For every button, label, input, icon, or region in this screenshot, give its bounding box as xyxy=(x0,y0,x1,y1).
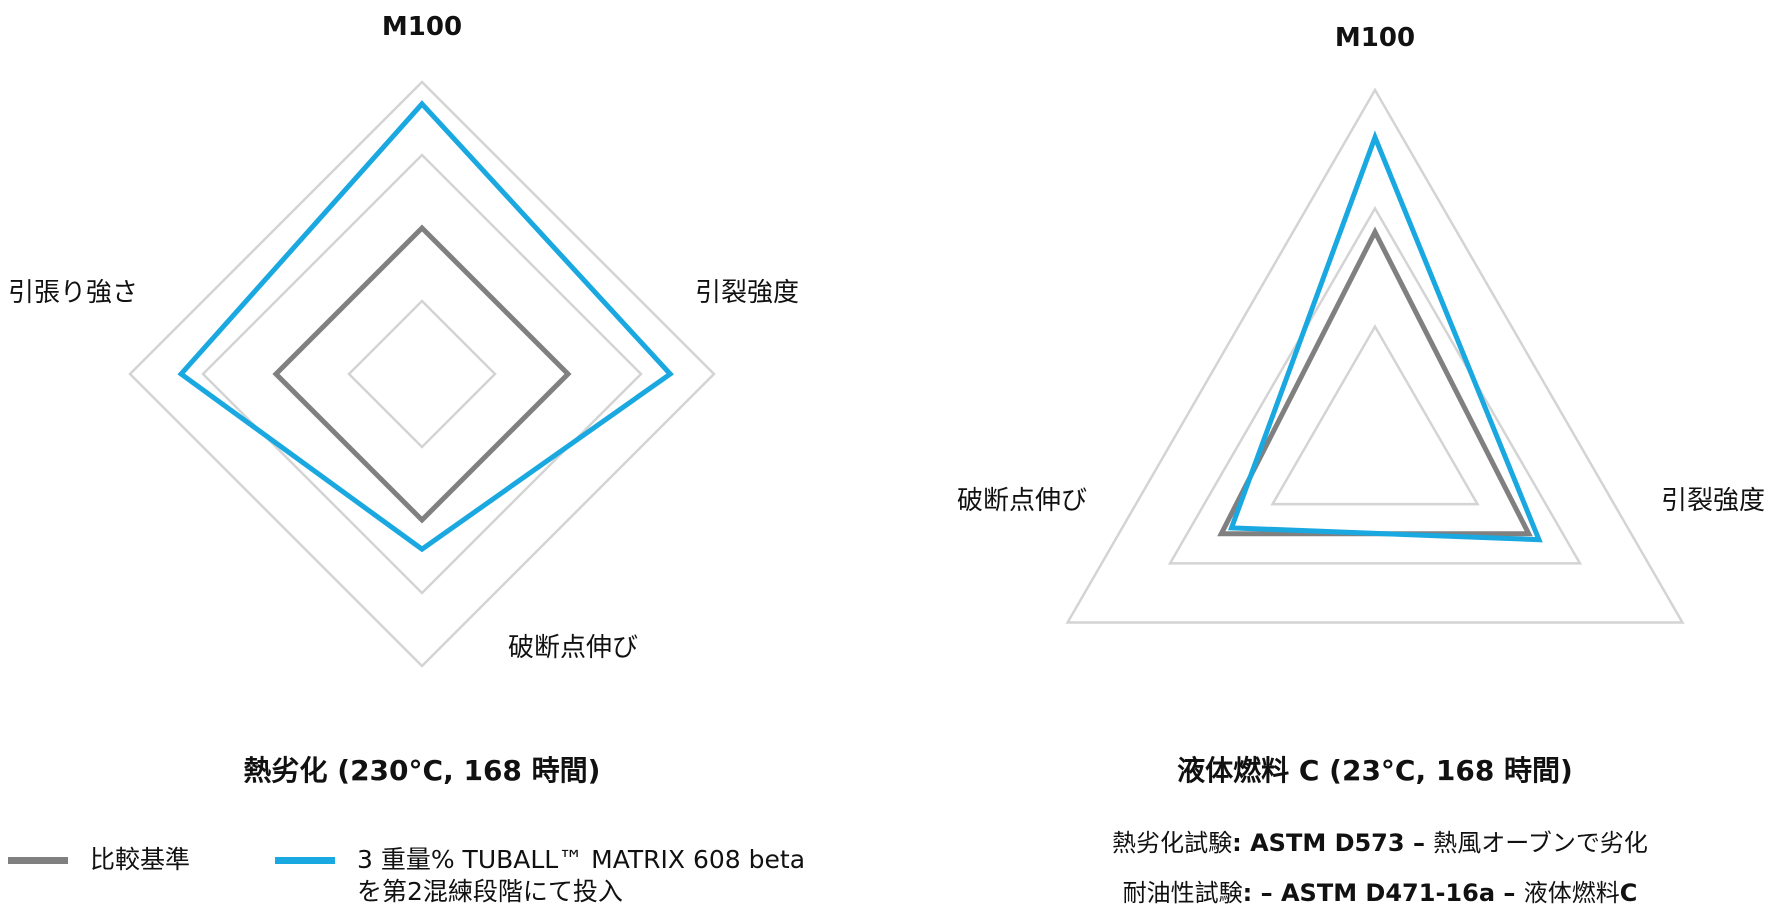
legend-swatch-tuball xyxy=(275,857,335,864)
axis-label-2: 引裂強度 xyxy=(695,278,799,308)
grid-ring-1 xyxy=(347,299,497,449)
axis-label-2: 引裂強度 xyxy=(1661,486,1765,516)
axis-label-3: 破断点伸び xyxy=(957,486,1087,516)
grid-ring-3 xyxy=(201,153,643,595)
series-tuball-line xyxy=(1227,130,1543,543)
legend-label-tuball-line2: を第2混練段階にて投入 xyxy=(357,877,623,906)
axis-label-1: M100 xyxy=(382,12,462,42)
legend-label-tuball-line1: 3 重量% TUBALL™ MATRIX 608 beta xyxy=(357,845,806,874)
axis-label-1: M100 xyxy=(1335,23,1415,53)
series-tuball-line xyxy=(177,100,674,553)
note-oil-resistance: 耐油性試験: – ASTM D471-16a – 液体燃料C xyxy=(1122,879,1638,907)
grid-ring-1 xyxy=(1270,324,1480,506)
legend-swatch-baseline xyxy=(8,857,68,864)
grid-ring-4 xyxy=(128,80,716,668)
note-heat-aging: 熱劣化試験: ASTM D573 – 熱風オーブンで劣化 xyxy=(1112,829,1648,857)
chart-title: 液体燃料 C (23°C, 168 時間) xyxy=(1177,754,1573,787)
grid-ring-3 xyxy=(1065,87,1685,624)
legend: 比較基準 3 重量% TUBALL™ MATRIX 608 beta を第2混練… xyxy=(0,830,880,920)
test-notes: 熱劣化試験: ASTM D573 – 熱風オーブンで劣化 耐油性試験: – AS… xyxy=(1000,818,1760,918)
chart-title: 熱劣化 (230°C, 168 時間) xyxy=(244,754,601,787)
legend-label-baseline: 比較基準 xyxy=(90,845,191,874)
axis-label-4: 引張り強さ xyxy=(8,278,138,308)
axis-label-3: 破断点伸び xyxy=(508,633,638,663)
